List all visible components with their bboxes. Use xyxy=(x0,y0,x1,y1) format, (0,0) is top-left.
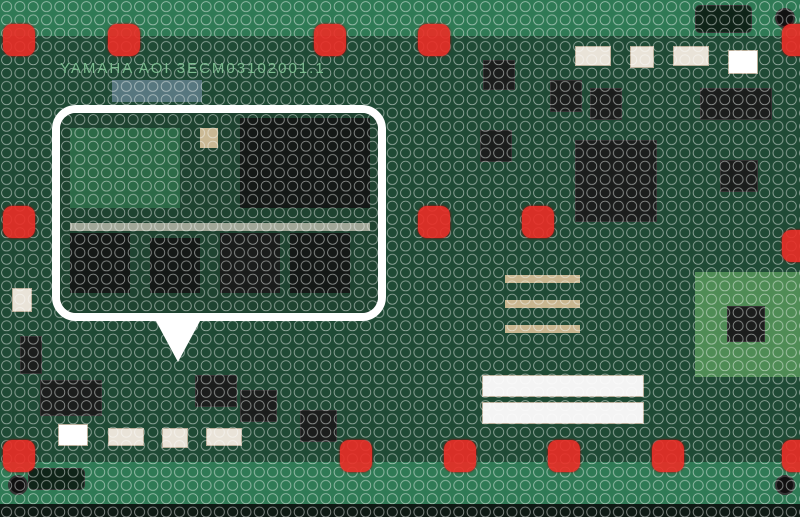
marker[interactable] xyxy=(444,440,476,472)
marker[interactable] xyxy=(3,206,35,238)
marker[interactable] xyxy=(3,440,35,472)
marker[interactable] xyxy=(782,440,800,472)
silkscreen-text: YAMAHA AOI 3ECM03102001.1 xyxy=(60,60,326,77)
marker[interactable] xyxy=(652,440,684,472)
marker[interactable] xyxy=(108,24,140,56)
marker[interactable] xyxy=(522,206,554,238)
marker[interactable] xyxy=(782,230,800,262)
marker[interactable] xyxy=(548,440,580,472)
marker[interactable] xyxy=(418,206,450,238)
marker[interactable] xyxy=(3,24,35,56)
marker[interactable] xyxy=(418,24,450,56)
zoomed-pcb-view xyxy=(60,113,378,313)
marker[interactable] xyxy=(782,24,800,56)
marker[interactable] xyxy=(340,440,372,472)
marker[interactable] xyxy=(314,24,346,56)
zoom-callout-bubble xyxy=(52,105,386,321)
